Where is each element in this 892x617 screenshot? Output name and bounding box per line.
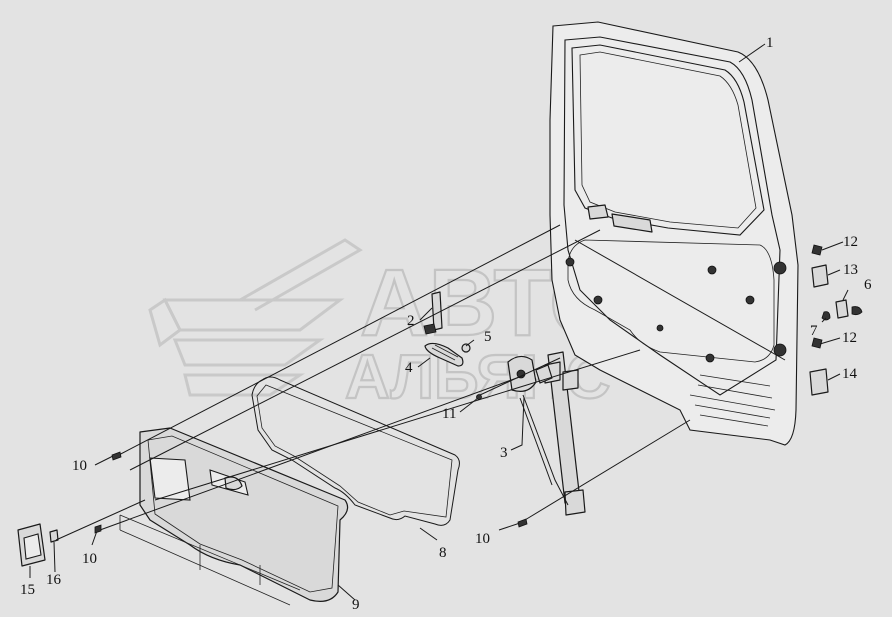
callout-10a: 10 (72, 458, 87, 474)
callout-11: 11 (442, 406, 456, 422)
callout-6: 6 (864, 277, 872, 293)
callout-1: 1 (766, 35, 774, 51)
inner-trim-panel (119, 427, 349, 606)
inner-handle (424, 342, 464, 367)
door-seal (251, 376, 460, 526)
callout-10b: 10 (82, 551, 97, 567)
callout-2: 2 (407, 313, 415, 329)
callout-16: 16 (46, 572, 62, 588)
door-frame (549, 21, 799, 446)
callout-9: 9 (352, 597, 360, 613)
callout-10c: 10 (475, 531, 490, 547)
nut (461, 343, 471, 353)
callout-15: 15 (20, 582, 35, 598)
callout-4: 4 (405, 360, 413, 376)
watermark-logo (148, 238, 363, 397)
bracket-strip (423, 291, 443, 335)
callout-12a: 12 (843, 234, 858, 250)
callout-8: 8 (439, 545, 447, 561)
callout-7: 7 (810, 323, 818, 339)
callout-14: 14 (842, 366, 858, 382)
callout-12b: 12 (842, 330, 857, 346)
fasteners (94, 394, 528, 534)
small-clip (49, 529, 59, 543)
hinge-hardware (809, 244, 863, 396)
callout-13: 13 (843, 262, 858, 278)
cover-plate (17, 523, 46, 567)
callout-3: 3 (500, 445, 508, 461)
callout-5: 5 (484, 329, 492, 345)
leader-lines (29, 43, 849, 601)
